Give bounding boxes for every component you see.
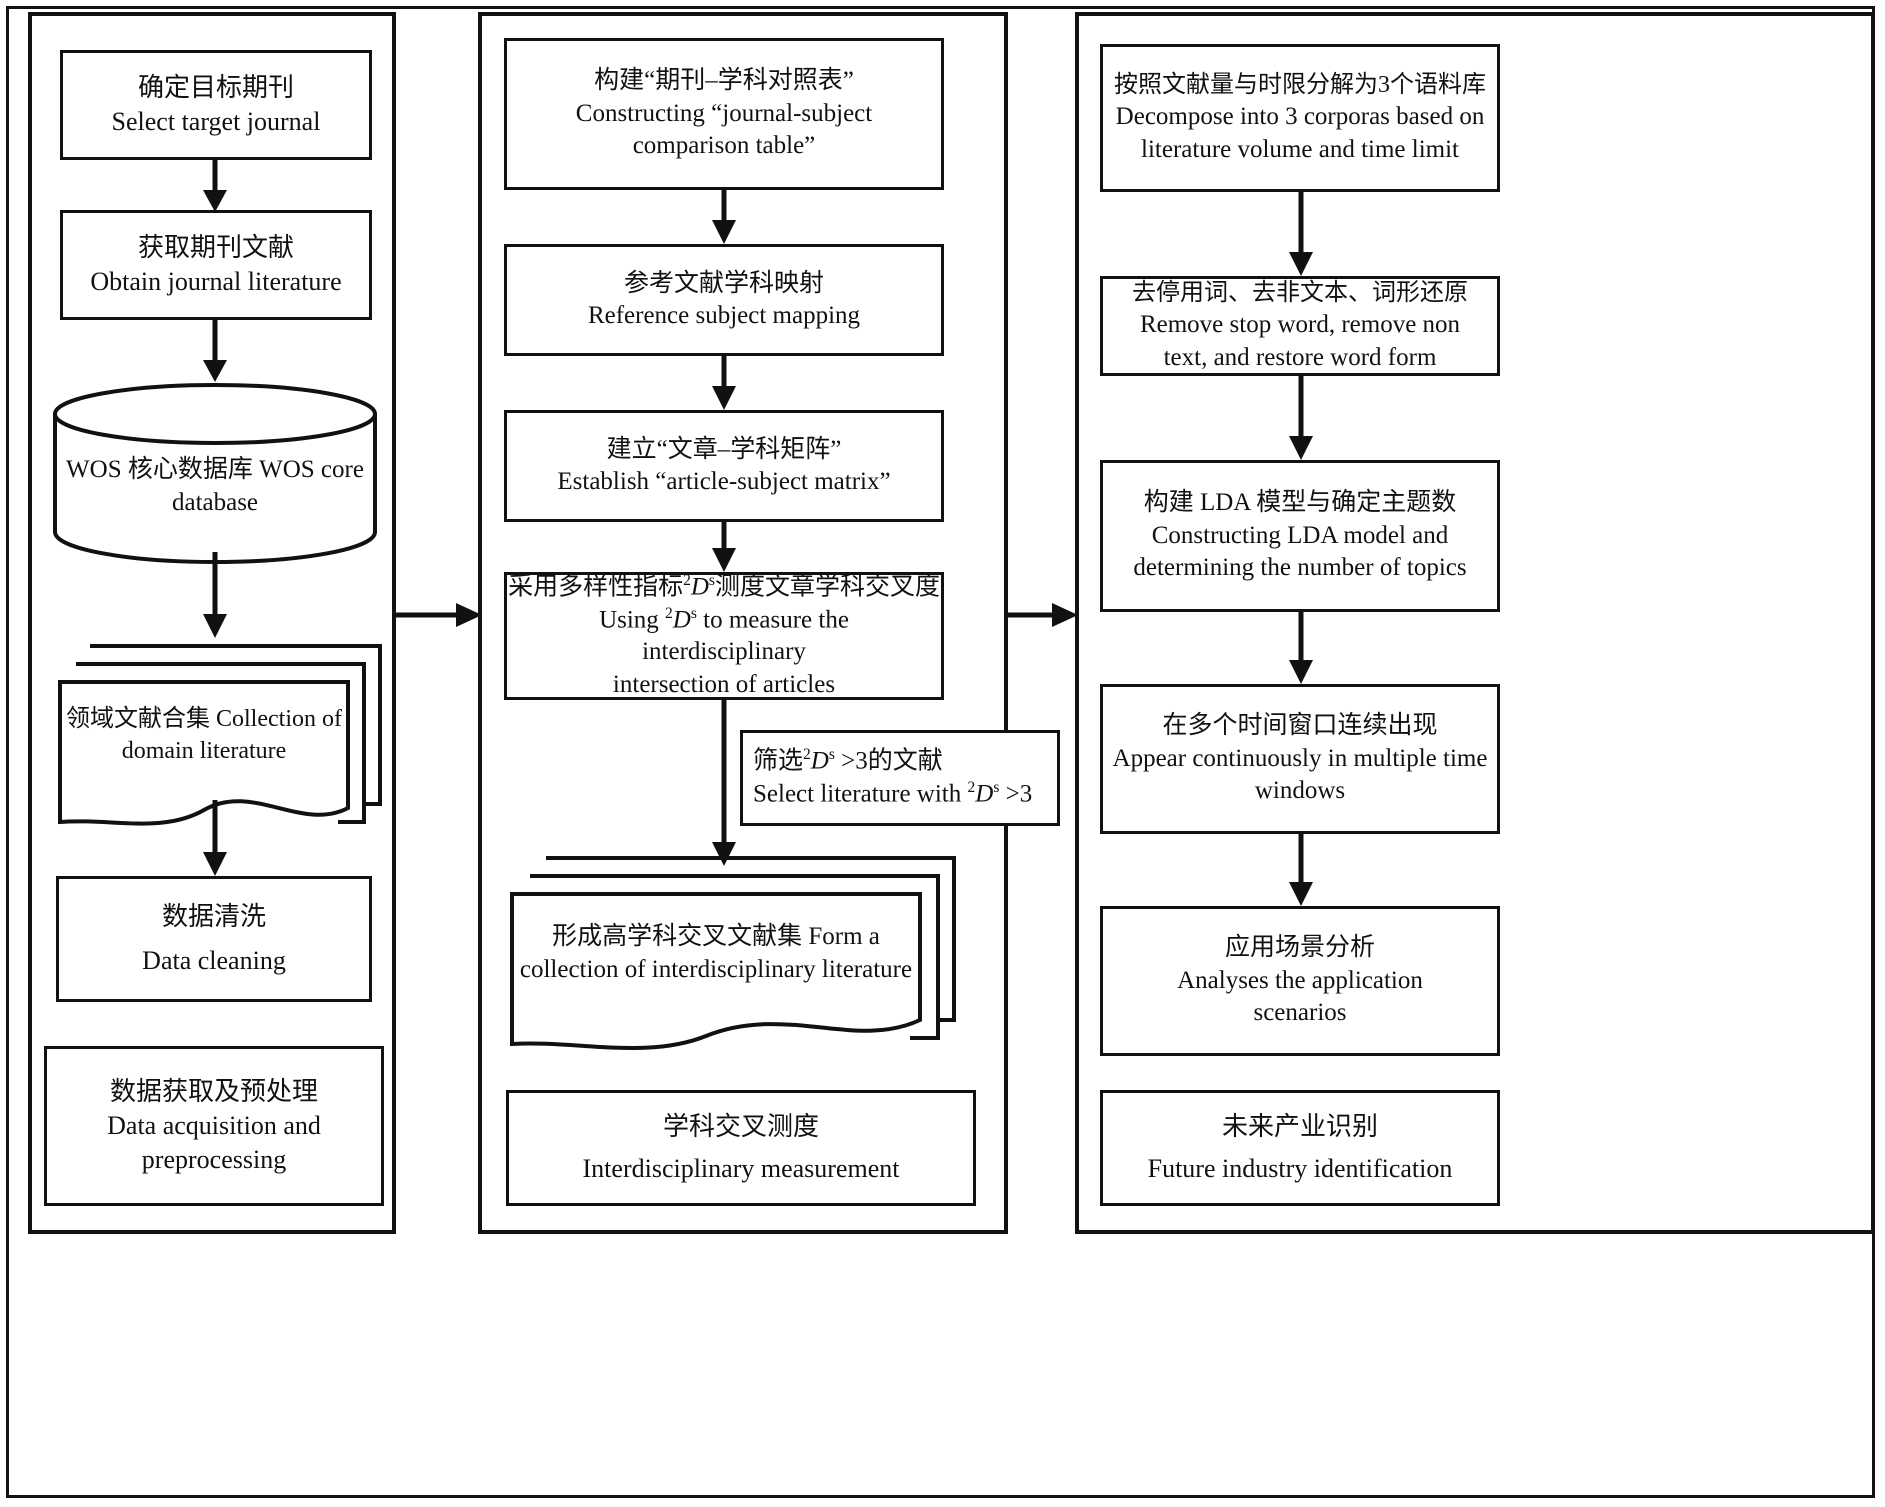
node-label-cn: 建立“文章–学科矩阵” — [606, 435, 842, 463]
node-label-en-line2: scenarios — [1253, 999, 1347, 1027]
node-constructing-lda-model[interactable]: 构建 LDA 模型与确定主题数 Constructing LDA model a… — [1100, 460, 1500, 612]
node-label-en-line1: Constructing LDA model and — [1151, 521, 1449, 549]
node-label-cn: 数据清洗 — [161, 902, 266, 932]
node-label-cn: 采用多样性指标2Ds测度文章学科交叉度 — [508, 571, 940, 600]
arrow-c3-4-5 — [1286, 834, 1316, 906]
arrow-c1-1-2 — [200, 160, 230, 212]
caption-label-cn: 数据获取及预处理 — [109, 1077, 318, 1107]
arrow-c2-3-4 — [709, 522, 739, 572]
node-wos-core-database[interactable]: WOS 核心数据库 WOS core database — [52, 382, 378, 564]
math-symbol: D — [975, 780, 994, 808]
node-label-en-line1: Appear continuously in multiple time — [1112, 744, 1488, 772]
caption-label-en-line1: Data acquisition and — [107, 1111, 321, 1141]
caption-label-cn: 学科交叉测度 — [662, 1112, 819, 1142]
math-superscript-post: s — [828, 746, 835, 764]
math-symbol: D — [690, 573, 709, 600]
caption-label-en: Future industry identification — [1147, 1154, 1453, 1183]
node-select-target-journal[interactable]: 确定目标期刊 Select target journal — [60, 50, 372, 160]
node-label-en-line1: Constructing “journal-subject — [575, 99, 873, 127]
node-reference-subject-mapping[interactable]: 参考文献学科映射 Reference subject mapping — [504, 244, 944, 356]
node-label-cn: 在多个时间窗口连续出现 — [1162, 712, 1438, 740]
node-label-cn: 构建“期刊–学科对照表” — [594, 67, 854, 95]
node-label-en-line2: literature volume and time limit — [1141, 135, 1459, 163]
node-label-en-line1: Decompose into 3 corporas based on — [1115, 103, 1485, 131]
node-collection-of-domain-literature[interactable]: 领域文献合集 Collection of domain literature — [52, 632, 384, 854]
caption-interdisciplinary-measurement: 学科交叉测度 Interdisciplinary measurement — [506, 1090, 976, 1206]
node-label-cn: WOS 核心数据库 — [66, 456, 253, 483]
callout-label-en: Select literature with 2Ds >3 — [753, 779, 1033, 808]
node-label-en: Reference subject mapping — [587, 302, 861, 329]
node-article-subject-matrix[interactable]: 建立“文章–学科矩阵” Establish “article-subject m… — [504, 410, 944, 522]
math-superscript-pre: 2 — [803, 746, 811, 764]
math-symbol: D — [810, 747, 829, 775]
node-label-en-line2: intersection of articles — [612, 670, 836, 698]
node-label-cn: 参考文献学科映射 — [623, 269, 824, 297]
math-superscript-pre: 2 — [665, 604, 673, 622]
node-label-en: Select target journal — [111, 107, 321, 136]
arrow-col2-col3 — [1008, 600, 1078, 630]
arrow-c2-2-3 — [709, 356, 739, 410]
node-label-en-line1: Remove stop word, remove non — [1139, 311, 1461, 339]
node-label-cn: 形成高学科交叉文献集 — [552, 923, 803, 950]
node-label-cn: 领域文献合集 — [66, 706, 210, 732]
callout-select-literature-threshold[interactable]: 筛选2Ds >3的文献 Select literature with 2Ds >… — [740, 730, 1060, 826]
node-label-en-line2: windows — [1254, 777, 1346, 805]
arrow-c3-2-3 — [1286, 376, 1316, 460]
caption-label-en-line2: preprocessing — [141, 1144, 287, 1174]
arrow-c2-4-5 — [709, 700, 739, 866]
math-superscript-pre: 2 — [683, 571, 691, 589]
arrow-c3-1-2 — [1286, 192, 1316, 276]
node-label-en-line2: literature — [199, 737, 287, 764]
node-label-cn: 按照文献量与时限分解为3个语料库 — [1114, 71, 1486, 98]
caption-label-cn: 未来产业识别 — [1221, 1112, 1378, 1142]
arrow-c1-2-db — [200, 320, 230, 382]
node-label-en: Obtain journal literature — [90, 267, 342, 296]
node-label-en-line1: Analyses the application — [1177, 966, 1423, 994]
node-label-en-line2: determining the number of topics — [1133, 554, 1467, 582]
arrow-c1-db-collection — [200, 552, 230, 638]
arrow-col1-col2 — [396, 600, 482, 630]
node-label-cn: 获取期刊文献 — [137, 233, 294, 263]
node-label-en: Data cleaning — [142, 946, 286, 975]
caption-label-en: Interdisciplinary measurement — [582, 1154, 900, 1183]
math-superscript-post: s — [708, 571, 715, 589]
node-label-cn: 确定目标期刊 — [137, 73, 294, 103]
math-superscript-post: s — [690, 604, 697, 622]
node-label-en-line1: Using 2Ds to measure the interdisciplina… — [599, 604, 849, 666]
node-label-en-line2: text, and restore word form — [1163, 343, 1437, 371]
node-interdisciplinary-literature-collection[interactable]: 形成高学科交叉文献集 Form a collection of interdis… — [506, 844, 958, 1076]
callout-label-cn: 筛选2Ds >3的文献 — [753, 746, 943, 775]
node-label-cn: 应用场景分析 — [1224, 934, 1375, 962]
node-label-en-line1: Collection of domain — [121, 706, 342, 764]
node-label-en-line2: comparison table” — [632, 132, 816, 160]
node-obtain-journal-literature[interactable]: 获取期刊文献 Obtain journal literature — [60, 210, 372, 320]
node-decompose-into-corporas[interactable]: 按照文献量与时限分解为3个语料库 Decompose into 3 corpor… — [1100, 44, 1500, 192]
node-journal-subject-comparison-table[interactable]: 构建“期刊–学科对照表” Constructing “journal-subje… — [504, 38, 944, 190]
caption-future-industry-identification: 未来产业识别 Future industry identification — [1100, 1090, 1500, 1206]
math-superscript-pre: 2 — [967, 779, 976, 796]
arrow-c1-collection-cleaning — [200, 800, 230, 876]
math-symbol: D — [672, 605, 691, 633]
node-label-en-line1: Form a collection of — [519, 923, 880, 983]
node-appear-in-multiple-time-windows[interactable]: 在多个时间窗口连续出现 Appear continuously in multi… — [1100, 684, 1500, 834]
math-superscript-post: s — [993, 779, 1000, 796]
node-label-en: WOS core database — [171, 456, 364, 516]
arrow-c3-3-4 — [1286, 612, 1316, 684]
caption-data-acquisition: 数据获取及预处理 Data acquisition and preprocess… — [44, 1046, 384, 1206]
arrow-c2-1-2 — [709, 190, 739, 244]
node-label-en: Establish “article-subject matrix” — [557, 468, 891, 495]
node-data-cleaning[interactable]: 数据清洗 Data cleaning — [56, 876, 372, 1002]
node-remove-stop-words[interactable]: 去停用词、去非文本、词形还原 Remove stop word, remove … — [1100, 276, 1500, 376]
node-analyses-application-scenarios[interactable]: 应用场景分析 Analyses the application scenario… — [1100, 906, 1500, 1056]
node-label-en-line2: interdisciplinary literature — [651, 956, 913, 983]
node-label-cn: 去停用词、去非文本、词形还原 — [1132, 279, 1468, 306]
node-measure-interdisciplinary-intersection[interactable]: 采用多样性指标2Ds测度文章学科交叉度 Using 2Ds to measure… — [504, 572, 944, 700]
node-label-cn: 构建 LDA 模型与确定主题数 — [1143, 489, 1457, 517]
